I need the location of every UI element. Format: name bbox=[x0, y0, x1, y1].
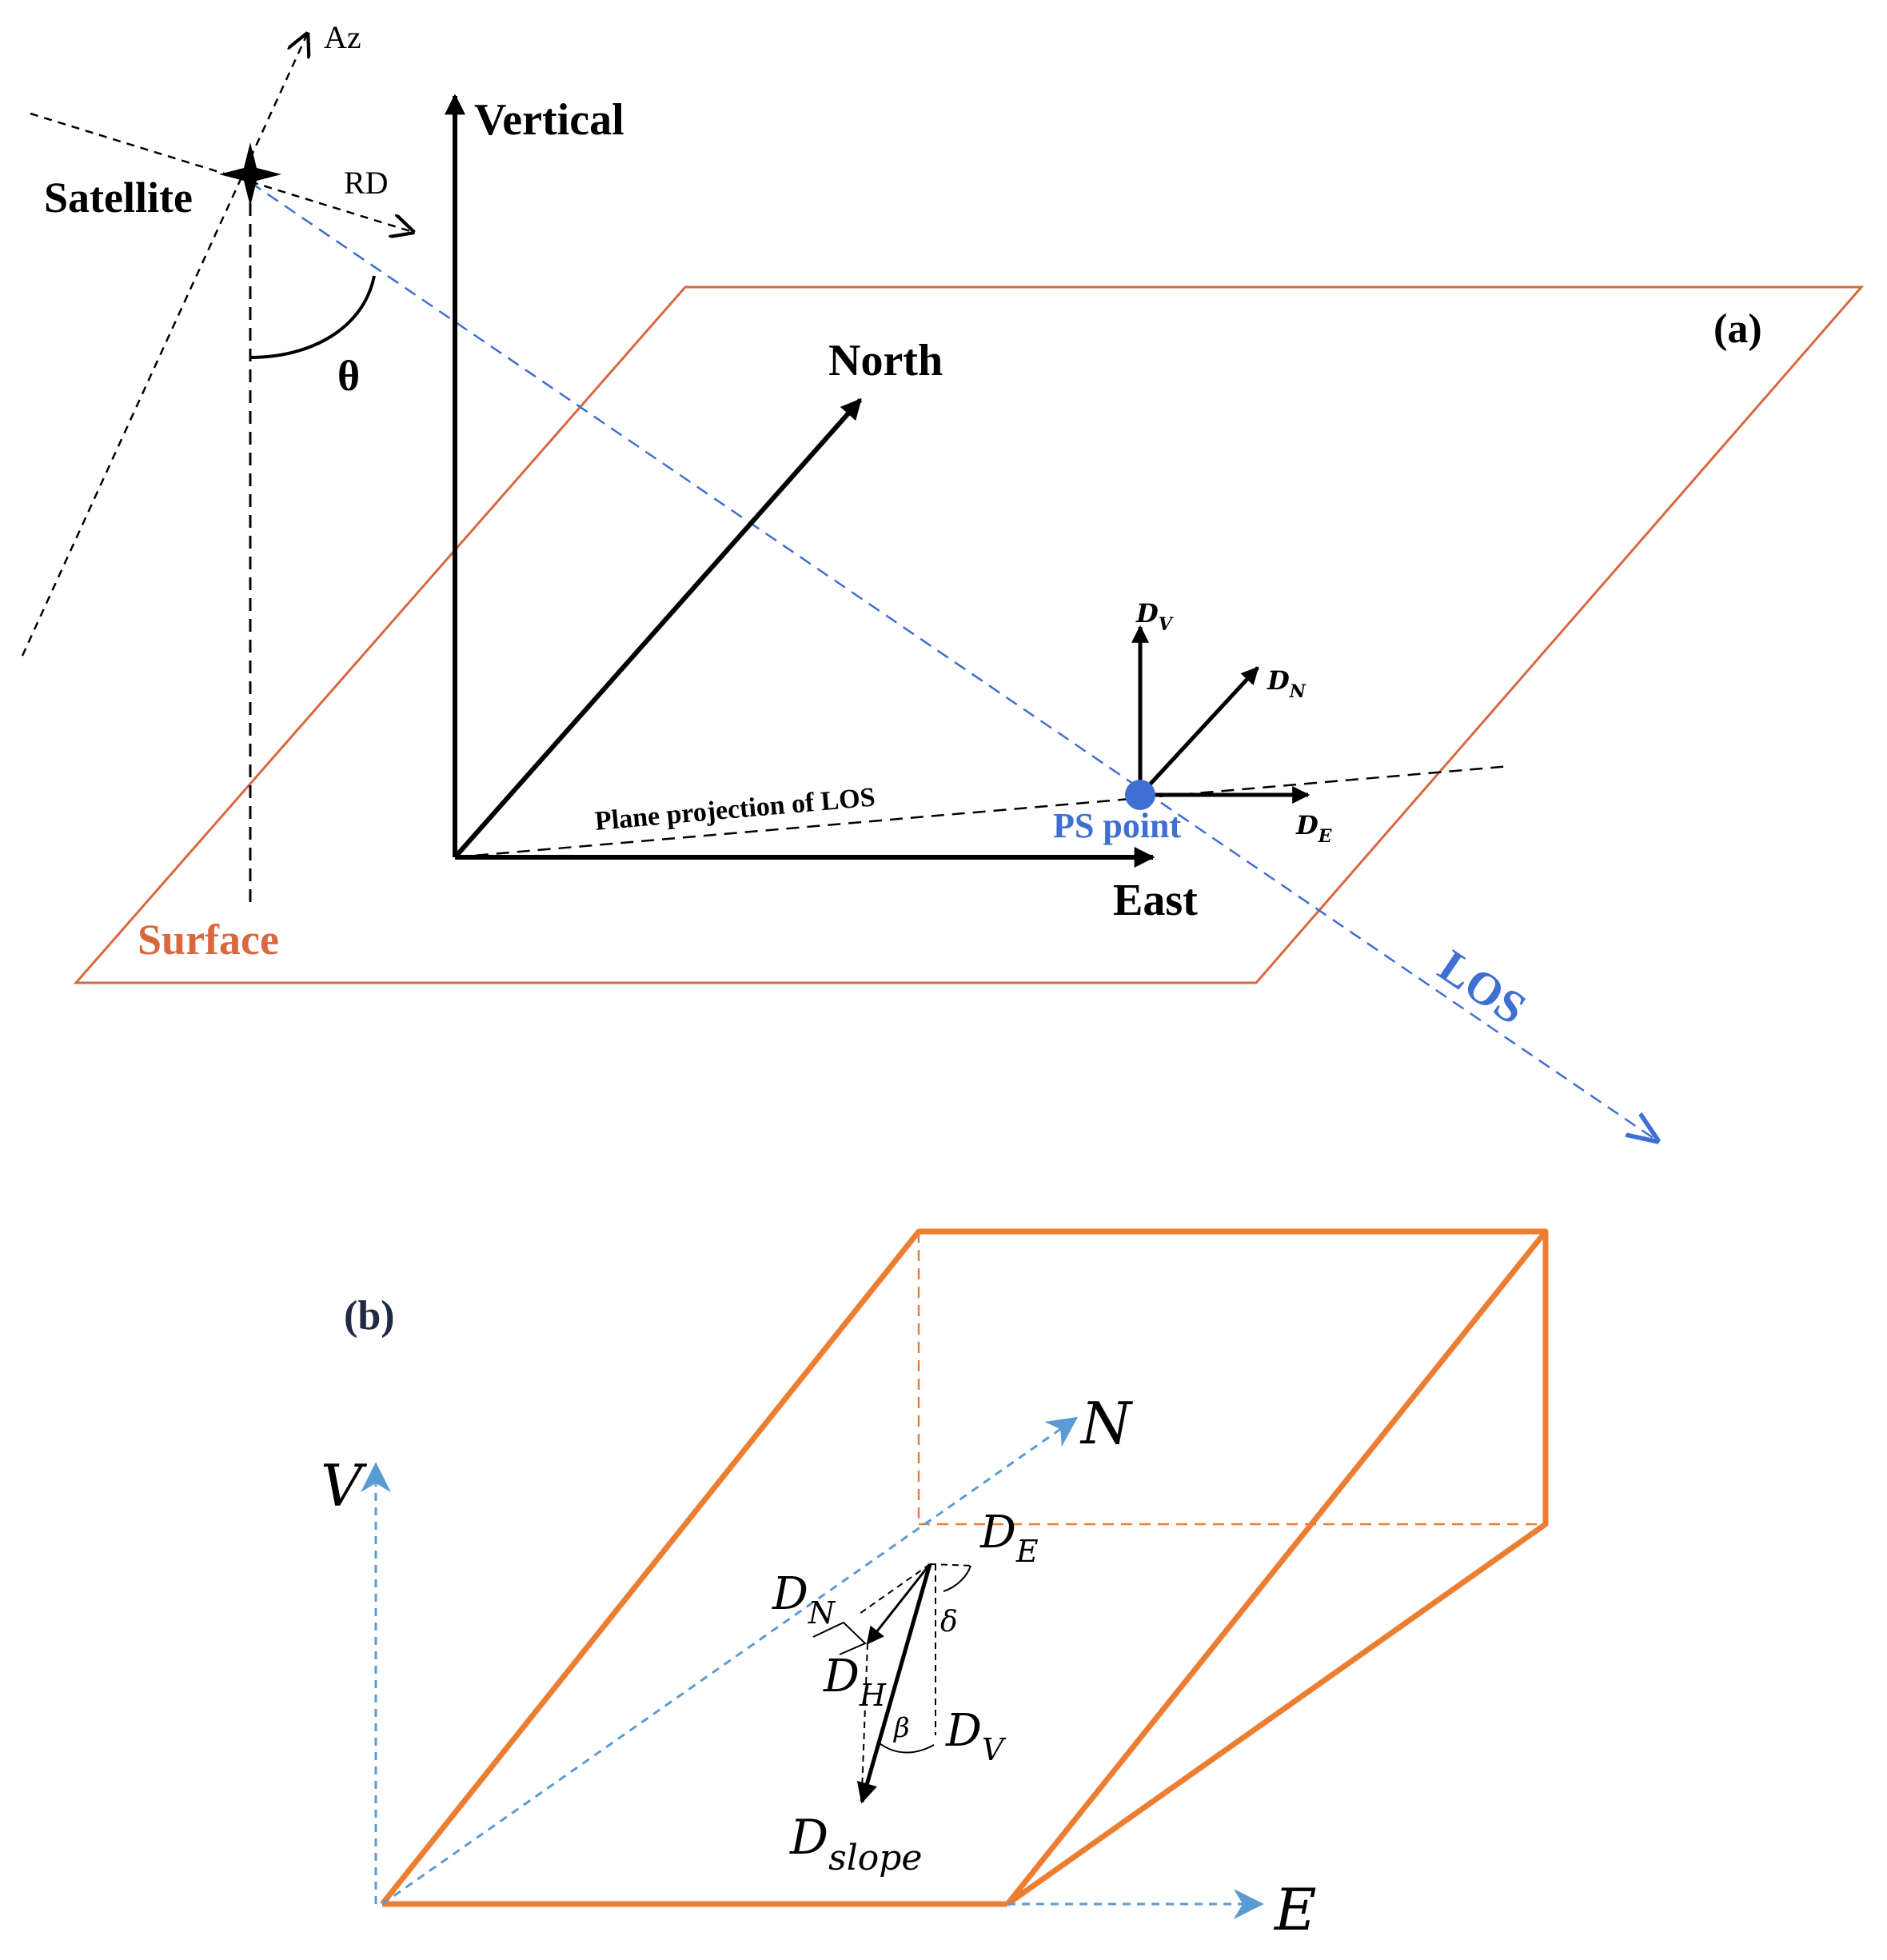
panel-b: (b) N V E DE DN DH DV Dslope δ β bbox=[321, 1228, 1549, 1943]
dv-label-b: DV bbox=[945, 1705, 1007, 1767]
dn-arrow bbox=[1139, 666, 1259, 796]
dv-label: DV bbox=[1135, 598, 1174, 635]
los-label: LOS bbox=[1430, 940, 1536, 1035]
east-label: East bbox=[1113, 876, 1198, 925]
panel-a: Az Satellite RD θ Vertical North (a) Eas… bbox=[21, 19, 1865, 1140]
satellite-label: Satellite bbox=[44, 174, 193, 222]
delta-label: δ bbox=[940, 1606, 958, 1639]
n-label: N bbox=[1079, 1390, 1134, 1457]
north-axis bbox=[453, 398, 863, 859]
dh-arrow bbox=[866, 1563, 932, 1645]
dn-corner bbox=[812, 1621, 867, 1655]
los-line bbox=[249, 181, 1657, 1140]
vertical-label: Vertical bbox=[474, 95, 624, 145]
beta-label: β bbox=[892, 1712, 910, 1744]
de-label: DE bbox=[1295, 810, 1333, 847]
plane-projection-line bbox=[454, 764, 1511, 859]
e-label: E bbox=[1273, 1876, 1317, 1943]
range-direction-line bbox=[30, 112, 413, 232]
de-component bbox=[929, 1563, 975, 1567]
plane-projection-label: Plane projection of LOS bbox=[593, 782, 876, 836]
n-axis bbox=[381, 1416, 1079, 1906]
v-label: V bbox=[321, 1452, 368, 1519]
ps-point-marker bbox=[1125, 780, 1155, 810]
surface-plane bbox=[73, 285, 1865, 984]
vector-decomposition bbox=[812, 1563, 975, 1804]
azimuth-line bbox=[21, 34, 307, 657]
theta-label: θ bbox=[337, 352, 360, 400]
theta-arc bbox=[249, 275, 376, 359]
slope-box bbox=[380, 1228, 1549, 1907]
beta-arc bbox=[879, 1742, 935, 1754]
satellite-icon bbox=[219, 142, 281, 206]
ps-point-label: PS point bbox=[1053, 806, 1182, 845]
rd-label: RD bbox=[344, 165, 389, 201]
dslope-arrow bbox=[856, 1563, 932, 1804]
panel-b-label: (b) bbox=[344, 1293, 395, 1339]
delta-arc bbox=[943, 1565, 971, 1592]
north-label: North bbox=[828, 336, 943, 385]
dn-label-b: DN bbox=[772, 1568, 836, 1631]
dn-label: DN bbox=[1267, 665, 1307, 702]
dh-projection bbox=[861, 1643, 868, 1792]
dslope-label: Dslope bbox=[789, 1810, 922, 1878]
az-label: Az bbox=[324, 19, 361, 55]
dn-component bbox=[856, 1563, 931, 1616]
panel-a-label: (a) bbox=[1713, 306, 1762, 352]
surface-label: Surface bbox=[138, 916, 279, 964]
dh-label-b: DH bbox=[823, 1651, 887, 1713]
de-label-b: DE bbox=[979, 1507, 1039, 1569]
